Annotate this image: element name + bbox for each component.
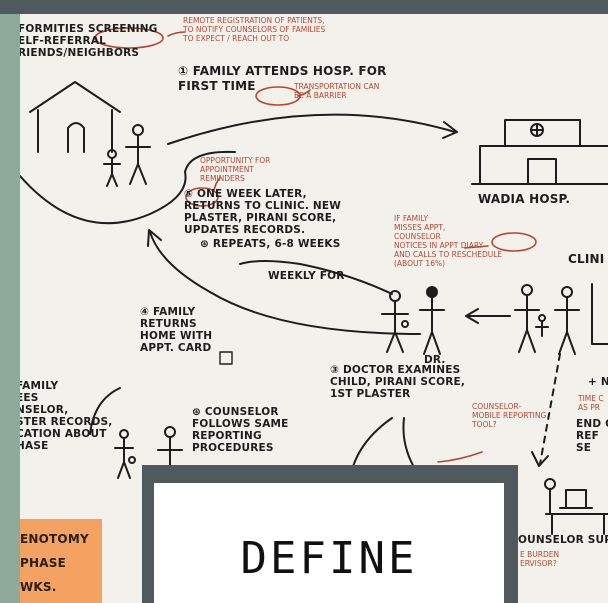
note-step-1: ① FAMILY ATTENDS HOSP. FOR FIRST TIME [178,64,387,93]
define-card: DEFINE [142,465,518,603]
note-missed-appointment: IF FAMILY MISSES APPT, COUNSELOR NOTICES… [394,214,503,268]
note-repeats: ⊛ REPEATS, 6-8 WEEKS [200,238,341,250]
note-counselor-sup: OUNSELOR SUP [518,534,608,546]
note-step-4: ④ FAMILY RETURNS HOME WITH APPT. CARD [140,306,213,354]
red-annotations [94,27,537,463]
doctor-label: DR. [424,354,446,366]
family-figures [103,124,151,187]
note-counselor: ⊛ COUNSELOR FOLLOWS SAME REPORTING PROCE… [192,406,289,454]
top-bar [0,0,608,14]
family-group [381,286,445,355]
computer-desk-icon [544,478,608,535]
note-screening: FORMITIES SCREENING ELF-REFERRAL RIENDS/… [20,23,158,59]
note-mobile-tool: COUNSELOR- MOBILE REPORTING TOOL? [472,402,547,429]
note-weekly: WEEKLY FOR [268,270,345,282]
note-opportunity: OPPORTUNITY FOR APPOINTMENT REMINDERS [200,156,271,183]
note-burden: E BURDEN ERVISOR? [520,550,560,568]
hospital-icon [471,119,608,185]
note-time: TIME C AS PR [578,394,604,412]
note-remote-registration: REMOTE REGISTRATION OF PATIENTS, TO NOTI… [183,16,326,43]
note-step-3: ③ DOCTOR EXAMINES CHILD, PIRANI SCORE, 1… [330,364,466,400]
note-plus-n: + N [588,376,608,388]
define-card-inner: DEFINE [154,483,504,603]
sticky-note: ENOTOMY PHASE WKS. [20,519,102,603]
hospital-label: WADIA HOSP. [478,192,571,206]
sketch-drawing [20,27,608,535]
note-end-of: END OF REF SE [576,418,608,454]
clinic-label: CLINI [568,252,605,266]
house-icon [29,81,121,153]
note-transportation: TRANSPORTATION CAN BE A BARRIER [294,82,380,100]
sticky-note-text: ENOTOMY PHASE WKS. [20,532,89,594]
right-family [514,283,608,355]
define-label: DEFINE [240,533,418,584]
bottom-left-family [114,426,183,489]
note-family-sees-counselor: FAMILY EES NSELOR, STER RECORDS, CATION … [20,380,113,452]
note-step-5: ⑤ ONE WEEK LATER, RETURNS TO CLINIC. NEW… [184,188,342,236]
